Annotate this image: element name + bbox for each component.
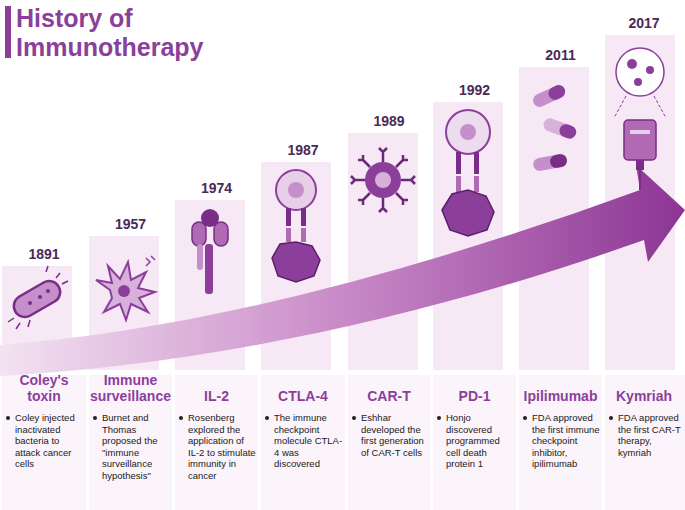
description-row: The immune checkpoint molecule CTLA-4 wa… [261, 412, 345, 470]
year-label: 1891 [28, 246, 59, 262]
pills-icon [531, 83, 578, 172]
car-t-cell-icon [351, 148, 415, 212]
year-label: 1987 [287, 142, 318, 158]
description-row: Burnet and Thomas proposed the "immune s… [89, 412, 172, 481]
milestone-description: The immune checkpoint molecule CTLA-4 wa… [274, 412, 343, 470]
milestone-name: Immune surveillance [89, 372, 172, 404]
milestone-description: Burnet and Thomas proposed the "immune s… [102, 412, 170, 481]
description-row: Honjo discovered programmed cell death p… [433, 412, 516, 470]
bullet-dot [523, 416, 527, 420]
bullet-dot [93, 416, 97, 420]
infusion-bag-icon [614, 48, 666, 190]
milestone-name: Coley's toxin [2, 372, 86, 404]
timeline-entry: 2017KymriahFDA approved the first CAR-T … [605, 15, 683, 458]
timeline-entry: 1891Coley's toxinColey injected inactiva… [2, 246, 86, 470]
bullet-dot [352, 416, 356, 420]
milestone-description: Honjo discovered programmed cell death p… [446, 412, 514, 470]
timeline-arrow [0, 165, 685, 376]
timeline-entry: 1992PD-1Honjo discovered programmed cell… [433, 82, 516, 470]
dendritic-cell-icon [96, 256, 155, 320]
bullet-dot [179, 416, 183, 420]
milestone-name: IL-2 [204, 372, 229, 404]
milestone-name: Ipilimumab [524, 372, 598, 404]
timeline-entry: 1987CTLA-4The immune checkpoint molecule… [261, 142, 345, 470]
timeline-entry: 1974IL-2Rosenberg explored the applicati… [175, 180, 258, 481]
il2-receptor-icon [192, 209, 228, 294]
milestone-description: FDA approved the first immune checkpoint… [532, 412, 600, 470]
bacterium-icon [8, 266, 68, 329]
milestone-description: FDA approved the first CAR-T therapy, ky… [618, 412, 681, 458]
description-row: Rosenberg explored the application of IL… [175, 412, 258, 481]
milestone-description: Coley injected inactivated bacteria to a… [15, 412, 84, 470]
year-label: 2011 [545, 47, 575, 63]
year-label: 1992 [459, 82, 490, 98]
milestone-name: CAR-T [367, 372, 411, 404]
milestone-description: Eshhar developed the first generation of… [361, 412, 428, 458]
year-label: 1989 [373, 113, 404, 129]
description-row: FDA approved the first immune checkpoint… [519, 412, 602, 470]
description-row: FDA approved the first CAR-T therapy, ky… [605, 412, 683, 458]
bullet-dot [609, 416, 613, 420]
ctla4-icon [272, 170, 320, 282]
timeline-entry: 1957Immune surveillanceBurnet and Thomas… [89, 216, 172, 481]
year-label: 2017 [628, 15, 659, 31]
milestone-name: CTLA-4 [278, 372, 328, 404]
description-row: Coley injected inactivated bacteria to a… [2, 412, 86, 470]
description-row: Eshhar developed the first generation of… [348, 412, 430, 458]
year-label: 1957 [115, 216, 146, 232]
year-label: 1974 [201, 180, 232, 196]
timeline-entry: 2011IpilimumabFDA approved the first imm… [519, 47, 602, 470]
title-bar [5, 6, 11, 58]
bullet-dot [6, 416, 10, 420]
bullet-dot [437, 416, 441, 420]
timeline-entry: 1989CAR-T Eshhar developed the first gene… [348, 113, 430, 458]
milestone-name: Kymriah [616, 372, 672, 404]
bullet-dot [265, 416, 269, 420]
milestone-description: Rosenberg explored the application of IL… [188, 412, 256, 481]
diagram-title: History of Immunotherapy [16, 4, 256, 62]
milestone-name: PD-1 [459, 372, 491, 404]
pd1-icon [442, 110, 494, 236]
